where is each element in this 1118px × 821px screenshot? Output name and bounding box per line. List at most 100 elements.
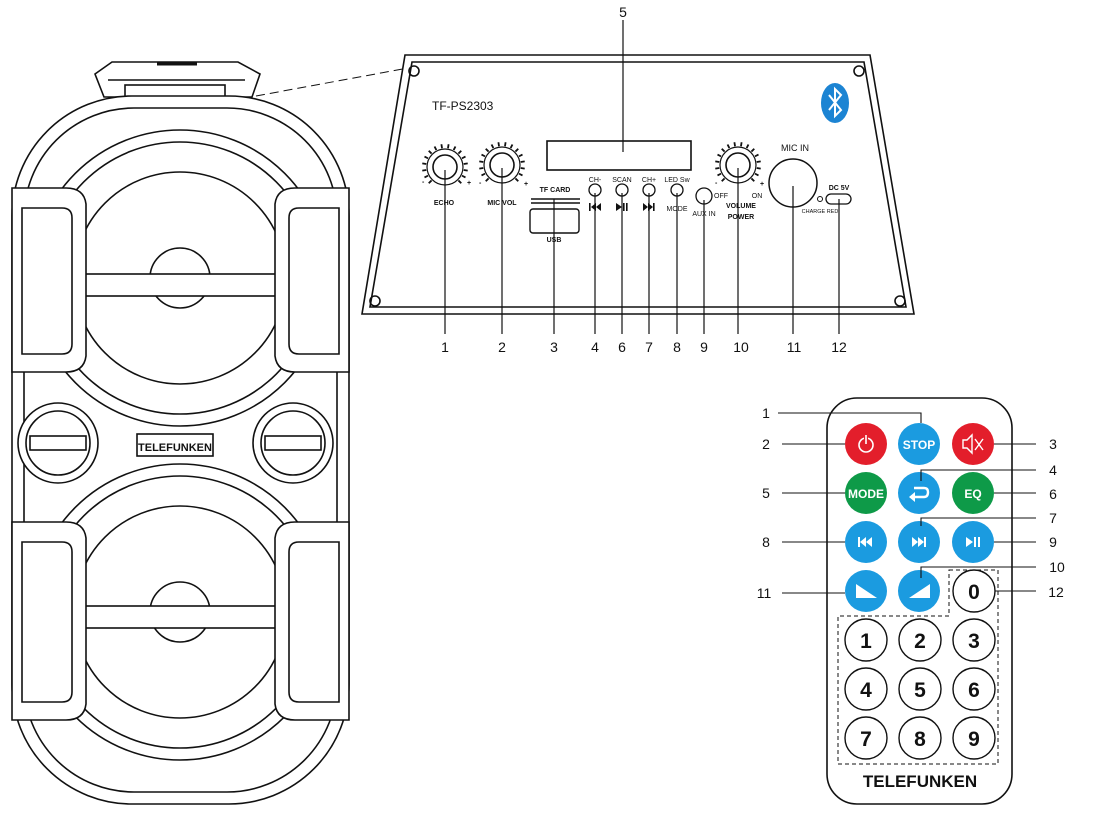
panel-callout-11: 11 xyxy=(787,339,802,355)
charge-led xyxy=(817,196,823,202)
ch-minus-label: CH- xyxy=(589,177,602,184)
panel-callout-3: 3 xyxy=(550,339,558,355)
panel-callout-12: 12 xyxy=(831,339,847,355)
dial-tick xyxy=(461,155,466,160)
dial-tick xyxy=(754,172,759,177)
remote-callout-8: 8 xyxy=(762,534,770,550)
left-tweeter xyxy=(17,402,99,484)
scan-label: SCAN xyxy=(612,177,631,184)
dial-tick xyxy=(422,162,427,165)
volume-minus: - xyxy=(715,180,718,187)
dial-tick xyxy=(717,172,722,177)
mic-vol-knob xyxy=(479,142,525,184)
mic-in-label: MIC IN xyxy=(781,143,809,153)
remote-brand: TELEFUNKEN xyxy=(863,772,977,791)
mode-button: MODE xyxy=(845,472,887,514)
play-pause-icon xyxy=(616,203,628,211)
volume-down-button xyxy=(845,570,887,612)
dial-tick xyxy=(433,146,438,151)
dial-tick xyxy=(756,167,761,170)
dial-tick xyxy=(750,177,755,182)
panel-callout-2: 2 xyxy=(498,339,506,355)
lower-grille-frames xyxy=(11,521,350,721)
speaker-illustration xyxy=(11,61,350,805)
led-sw-label: LED Sw xyxy=(664,177,690,184)
dial-tick xyxy=(518,172,523,177)
dial-tick xyxy=(756,160,761,163)
right-tweeter xyxy=(252,402,334,484)
tf-card-label: TF CARD xyxy=(540,187,571,194)
speaker-handle xyxy=(94,61,261,98)
off-label: OFF xyxy=(714,193,728,200)
control-panel xyxy=(361,54,915,315)
remote-callout-9: 9 xyxy=(1049,534,1057,550)
digit-button-9: 9 xyxy=(952,716,996,760)
panel-callout-9: 9 xyxy=(700,339,708,355)
remote-callout-10: 10 xyxy=(1049,559,1065,575)
digit-button-4: 4 xyxy=(844,667,888,711)
dial-tick xyxy=(726,144,731,149)
dial-tick xyxy=(447,144,450,149)
power-button xyxy=(845,423,887,465)
on-label: ON xyxy=(752,193,763,200)
digit-button-2: 2 xyxy=(898,618,942,662)
dial-tick xyxy=(717,153,722,158)
remote-next-button xyxy=(898,521,940,563)
dial-tick xyxy=(721,177,726,182)
remote-callout-4: 4 xyxy=(1049,462,1057,478)
panel-display xyxy=(546,140,692,171)
dial-tick xyxy=(740,142,743,147)
svg-text:1: 1 xyxy=(860,630,872,653)
tf-card-slot xyxy=(531,198,580,204)
remote-prev-button xyxy=(845,521,887,563)
dial-tick xyxy=(463,169,468,172)
power-label: POWER xyxy=(728,214,754,221)
micvol-minus: - xyxy=(479,180,482,187)
svg-text:8: 8 xyxy=(914,728,926,751)
dial-tick xyxy=(520,160,525,163)
digit-button-5: 5 xyxy=(898,667,942,711)
remote-callout-1: 1 xyxy=(762,405,770,421)
panel-callout-6: 6 xyxy=(618,339,626,355)
eq-button: EQ xyxy=(952,472,994,514)
dial-tick xyxy=(424,155,429,160)
dial-tick xyxy=(463,162,468,165)
remote-play-pause-button xyxy=(952,521,994,563)
stop-button: STOP xyxy=(898,423,940,465)
charge-red-label: CHARGE RED xyxy=(802,209,839,215)
speaker-brand: TELEFUNKEN xyxy=(138,442,212,454)
dial-tick xyxy=(504,142,507,147)
remote-callout-lines xyxy=(778,412,1036,594)
dial-tick xyxy=(452,146,457,151)
dial-tick xyxy=(514,177,519,182)
svg-text:9: 9 xyxy=(968,728,980,751)
dc-label: DC 5V xyxy=(829,185,850,192)
panel-callout-1: 1 xyxy=(441,339,449,355)
panel-callout-7: 7 xyxy=(645,339,653,355)
echo-minus: - xyxy=(422,179,425,186)
volume-label: VOLUME xyxy=(726,203,756,210)
digit-button-8: 8 xyxy=(898,716,942,760)
micvol-plus: + xyxy=(524,181,528,188)
dial-tick xyxy=(520,167,525,170)
dial-tick xyxy=(715,167,720,170)
mute-button xyxy=(952,423,994,465)
svg-text:6: 6 xyxy=(968,679,980,702)
digit-button-0: 0 xyxy=(952,569,996,613)
dial-tick xyxy=(745,144,750,149)
panel-callout-5: 5 xyxy=(619,4,627,20)
echo-knob xyxy=(422,144,468,186)
svg-text:7: 7 xyxy=(860,728,872,751)
panel-callout-lines xyxy=(444,20,840,334)
volume-plus: + xyxy=(760,181,764,188)
dial-tick xyxy=(428,150,433,155)
remote-callout-3: 3 xyxy=(1049,436,1057,452)
remote-callout-11: 11 xyxy=(757,585,772,601)
dial-tick xyxy=(715,160,720,163)
panel-callout-8: 8 xyxy=(673,339,681,355)
dial-tick xyxy=(485,177,490,182)
dial-tick xyxy=(518,153,523,158)
volume-power-knob xyxy=(715,142,761,184)
digit-button-6: 6 xyxy=(952,667,996,711)
